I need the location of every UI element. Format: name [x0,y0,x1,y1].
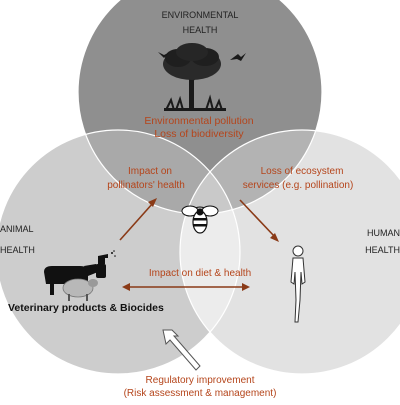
human-circle-outline [179,129,400,375]
spray-bottle-icon [96,250,116,278]
environment-animal-overlap [78,130,240,214]
bird-icon [158,52,170,58]
tree-icon [163,43,226,111]
environmental-impacts-line2: Loss of biodiversity [154,128,244,140]
veterinary-products-label: Veterinary products & Biocides [8,302,164,314]
animal-circle-outline [0,129,241,375]
environmental-title-line2: HEALTH [183,25,218,35]
sheep-icon [62,278,98,301]
human-title-line1: HUMAN [367,228,400,238]
environment-human-overlap [180,130,322,214]
environmental-title-line1: ENVIRONMENTAL [162,10,239,20]
ecosystem-arrow [239,199,279,242]
regulatory-label-line1: Regulatory improvement [146,375,255,386]
human-figure-icon [290,245,306,323]
animal-title-line1: ANIMAL [0,224,34,234]
regulatory-hollow-arrow [162,329,201,371]
diet-double-arrow [122,283,250,291]
ecosystem-label-line2: services (e.g. pollination) [243,180,354,191]
pollinators-label-line1: Impact on [128,166,172,177]
pollinators-arrow [119,198,157,241]
bird-icon [230,53,246,61]
pollinators-label-line2: pollinators' health [107,180,185,191]
animal-title-line2: HEALTH [0,245,35,255]
cow-icon [44,264,99,295]
bee-icon [181,205,219,234]
ecosystem-label-line1: Loss of ecosystem [261,166,344,177]
regulatory-label-line2: (Risk assessment & management) [124,388,277,399]
environmental-impacts-line1: Environmental pollution [144,115,253,127]
diet-arrow-label: Impact on diet & health [149,268,251,279]
human-title-line2: HEALTH [365,245,400,255]
